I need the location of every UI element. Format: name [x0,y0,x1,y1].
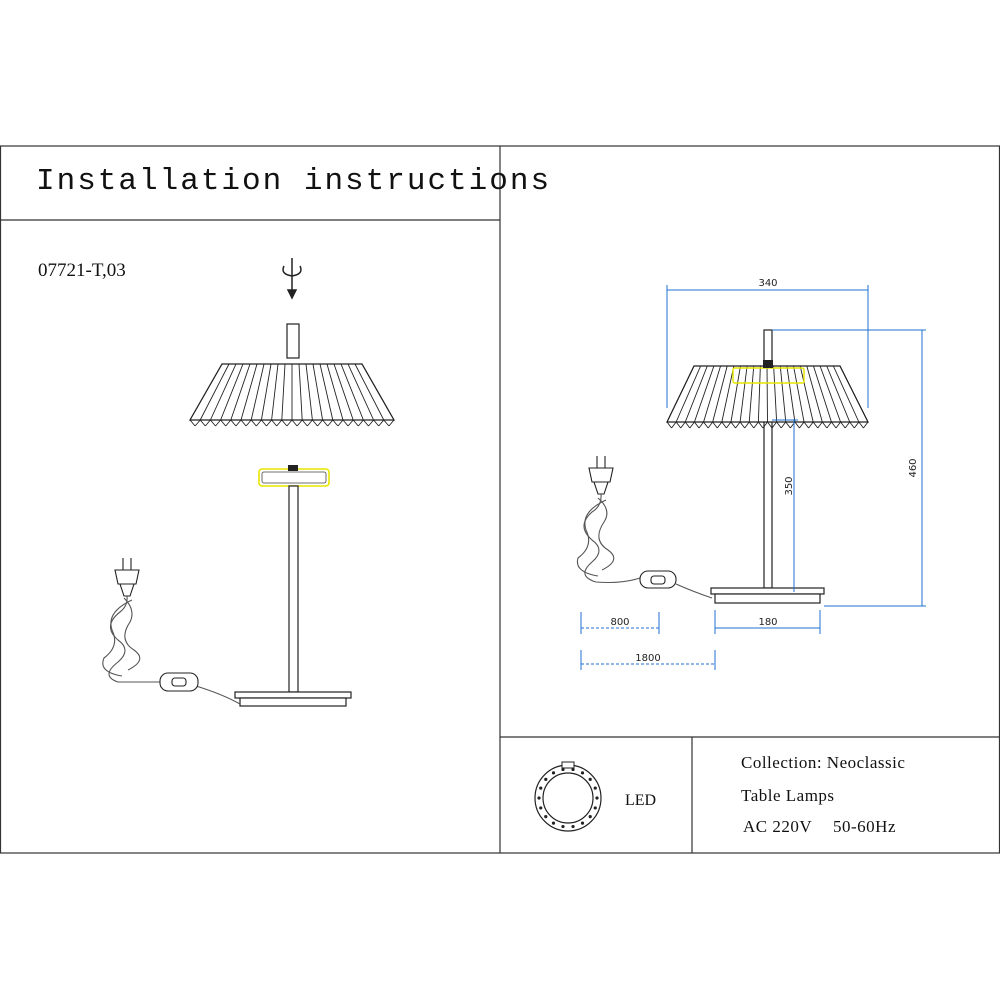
lamp-base-assembled [710,587,825,604]
led-module-exploded [258,465,330,487]
power-plug-icon-right [588,456,614,495]
dim-shade-width: 340 [758,278,777,289]
voltage-label: AC 220V [743,817,813,836]
power-cord-coiled-right [576,493,713,599]
inline-switch [159,672,199,692]
frame [0,145,1000,854]
led-ring-icon [534,761,602,832]
dim-total-height: 460 [908,458,919,477]
led-label: LED [625,792,657,809]
inline-switch-right [639,570,677,589]
power-cord-coiled [102,595,241,705]
page-title: Installation instructions [36,164,552,199]
lamp-stem-exploded [288,485,299,693]
lamp-shade-exploded [188,363,396,427]
cap-assembled [763,360,773,368]
collection-label: Collection: Neoclassic [741,753,906,772]
dim-base-width: 180 [758,617,777,628]
shade-stem-cap [286,323,300,359]
rotate-arrow-icon [282,258,302,300]
power-plug-icon [114,558,140,597]
lamp-base-exploded [234,691,352,707]
dim-cord-total: 1800 [635,653,660,664]
dim-cord-switch: 800 [610,617,629,628]
dim-stem-height: 350 [784,476,795,495]
frequency-label: 50-60Hz [833,817,896,836]
lamp-shade-assembled [666,365,869,429]
dimension-lines [580,285,926,670]
model-number: 07721-T,03 [38,260,126,281]
category-label: Table Lamps [741,786,835,805]
